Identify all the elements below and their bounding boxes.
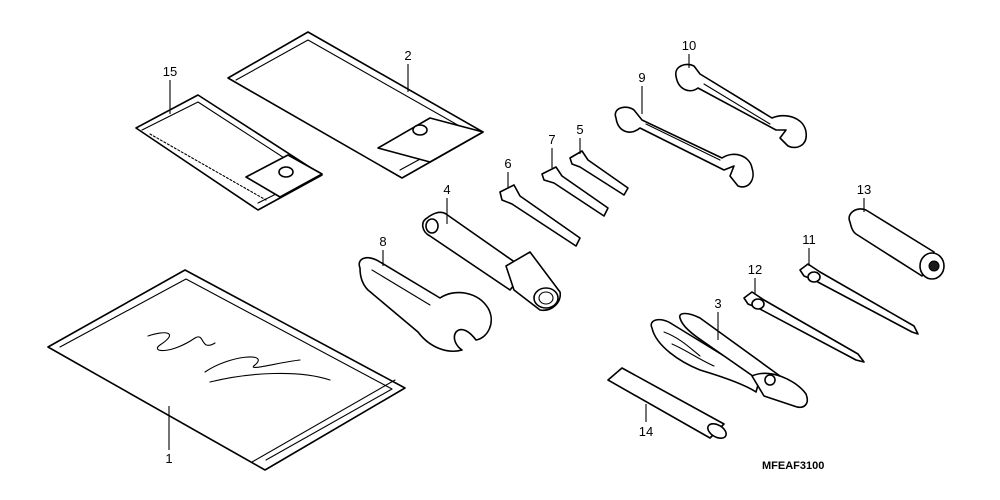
callout-10: 10	[682, 38, 696, 53]
callout-12: 12	[748, 262, 762, 277]
part-7-hex-key[interactable]	[541, 166, 609, 217]
callout-1: 1	[165, 451, 172, 466]
part-6-hex-key[interactable]	[499, 184, 581, 247]
part-5-hex-key[interactable]	[569, 150, 629, 196]
callout-15: 15	[163, 64, 177, 79]
callout-4: 4	[443, 182, 450, 197]
callout-3: 3	[714, 296, 721, 311]
part-14-grip-sleeve[interactable]	[607, 367, 729, 441]
part-4-plug-wrench[interactable]	[421, 211, 562, 312]
callout-11: 11	[802, 232, 816, 247]
callout-2: 2	[404, 48, 411, 63]
callout-6: 6	[504, 156, 511, 171]
part-2-large-tool-bag[interactable]	[227, 31, 484, 179]
callout-labels: 1 2 3 4 5 6 7 8 9 10 11 12 13 14 15	[163, 38, 871, 466]
callout-7: 7	[548, 132, 555, 147]
drawing-code: MFEAF3100	[762, 460, 824, 472]
callout-9: 9	[638, 70, 645, 85]
callout-14: 14	[639, 424, 653, 439]
part-8-hook-wrench[interactable]	[358, 256, 492, 352]
callout-13: 13	[857, 182, 871, 197]
part-10-open-wrench[interactable]	[675, 63, 807, 149]
leader-lines	[168, 54, 865, 450]
part-9-open-wrench[interactable]	[614, 106, 754, 188]
part-3-pliers[interactable]	[650, 312, 809, 409]
part-15-small-tool-bag[interactable]	[135, 94, 323, 211]
callout-8: 8	[379, 234, 386, 249]
part-12-screwdriver-bit[interactable]	[743, 291, 865, 363]
part-1-manual-bag[interactable]	[47, 269, 406, 471]
callout-5: 5	[576, 122, 583, 137]
part-13-screwdriver-handle[interactable]	[848, 208, 945, 280]
part-11-screwdriver-bit[interactable]	[799, 263, 919, 335]
